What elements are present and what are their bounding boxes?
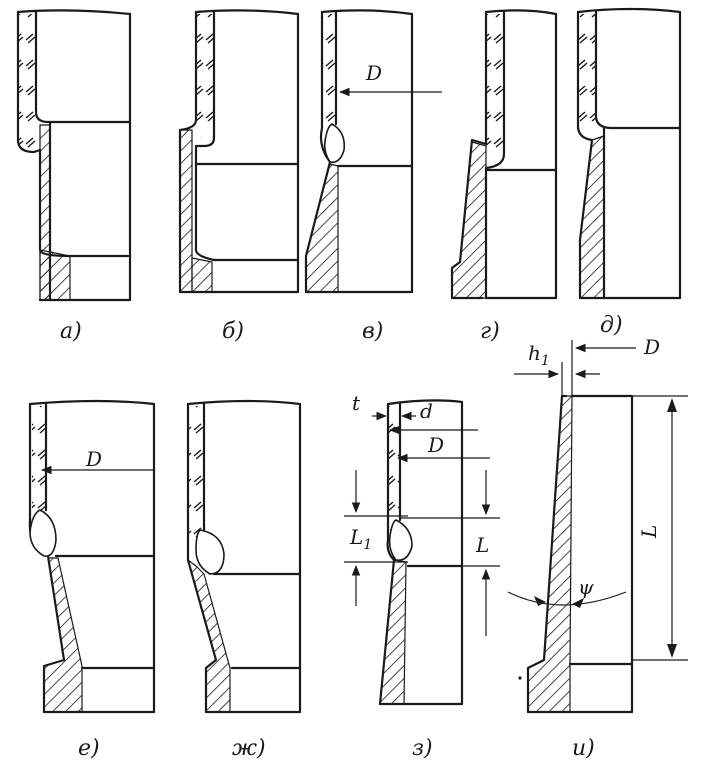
variant-d [576,7,682,300]
variant-zh [186,399,302,714]
dim-t: t [352,391,361,415]
caption-g: г) [480,319,500,344]
dim-D-e: D [85,447,102,471]
dim-L-z: L [475,533,489,557]
variant-g [450,9,558,300]
dim-L-i: L [637,525,661,539]
caption-a: а) [60,319,82,344]
caption-z: з) [412,736,433,761]
variant-a [16,9,132,302]
caption-d: д) [600,313,623,338]
variant-e: D [28,399,156,714]
variant-v: D [304,9,442,294]
caption-v: в) [362,319,383,344]
dim-L1: L1 [349,525,372,553]
caption-b: б) [222,319,244,344]
dim-psi: ψ [578,575,594,599]
dim-D-v: D [365,61,382,85]
dim-d: d [420,399,433,423]
caption-e: е) [78,736,100,761]
dim-D-z: D [427,433,444,457]
variant-i: h1 D L ψ [507,335,688,714]
caption-i: и) [572,736,595,761]
variant-z: t d D L1 L [344,391,500,706]
caption-zh: ж) [232,736,266,761]
dim-h1: h1 [528,341,550,369]
variant-b [178,9,300,294]
dim-D-i: D [643,335,660,359]
